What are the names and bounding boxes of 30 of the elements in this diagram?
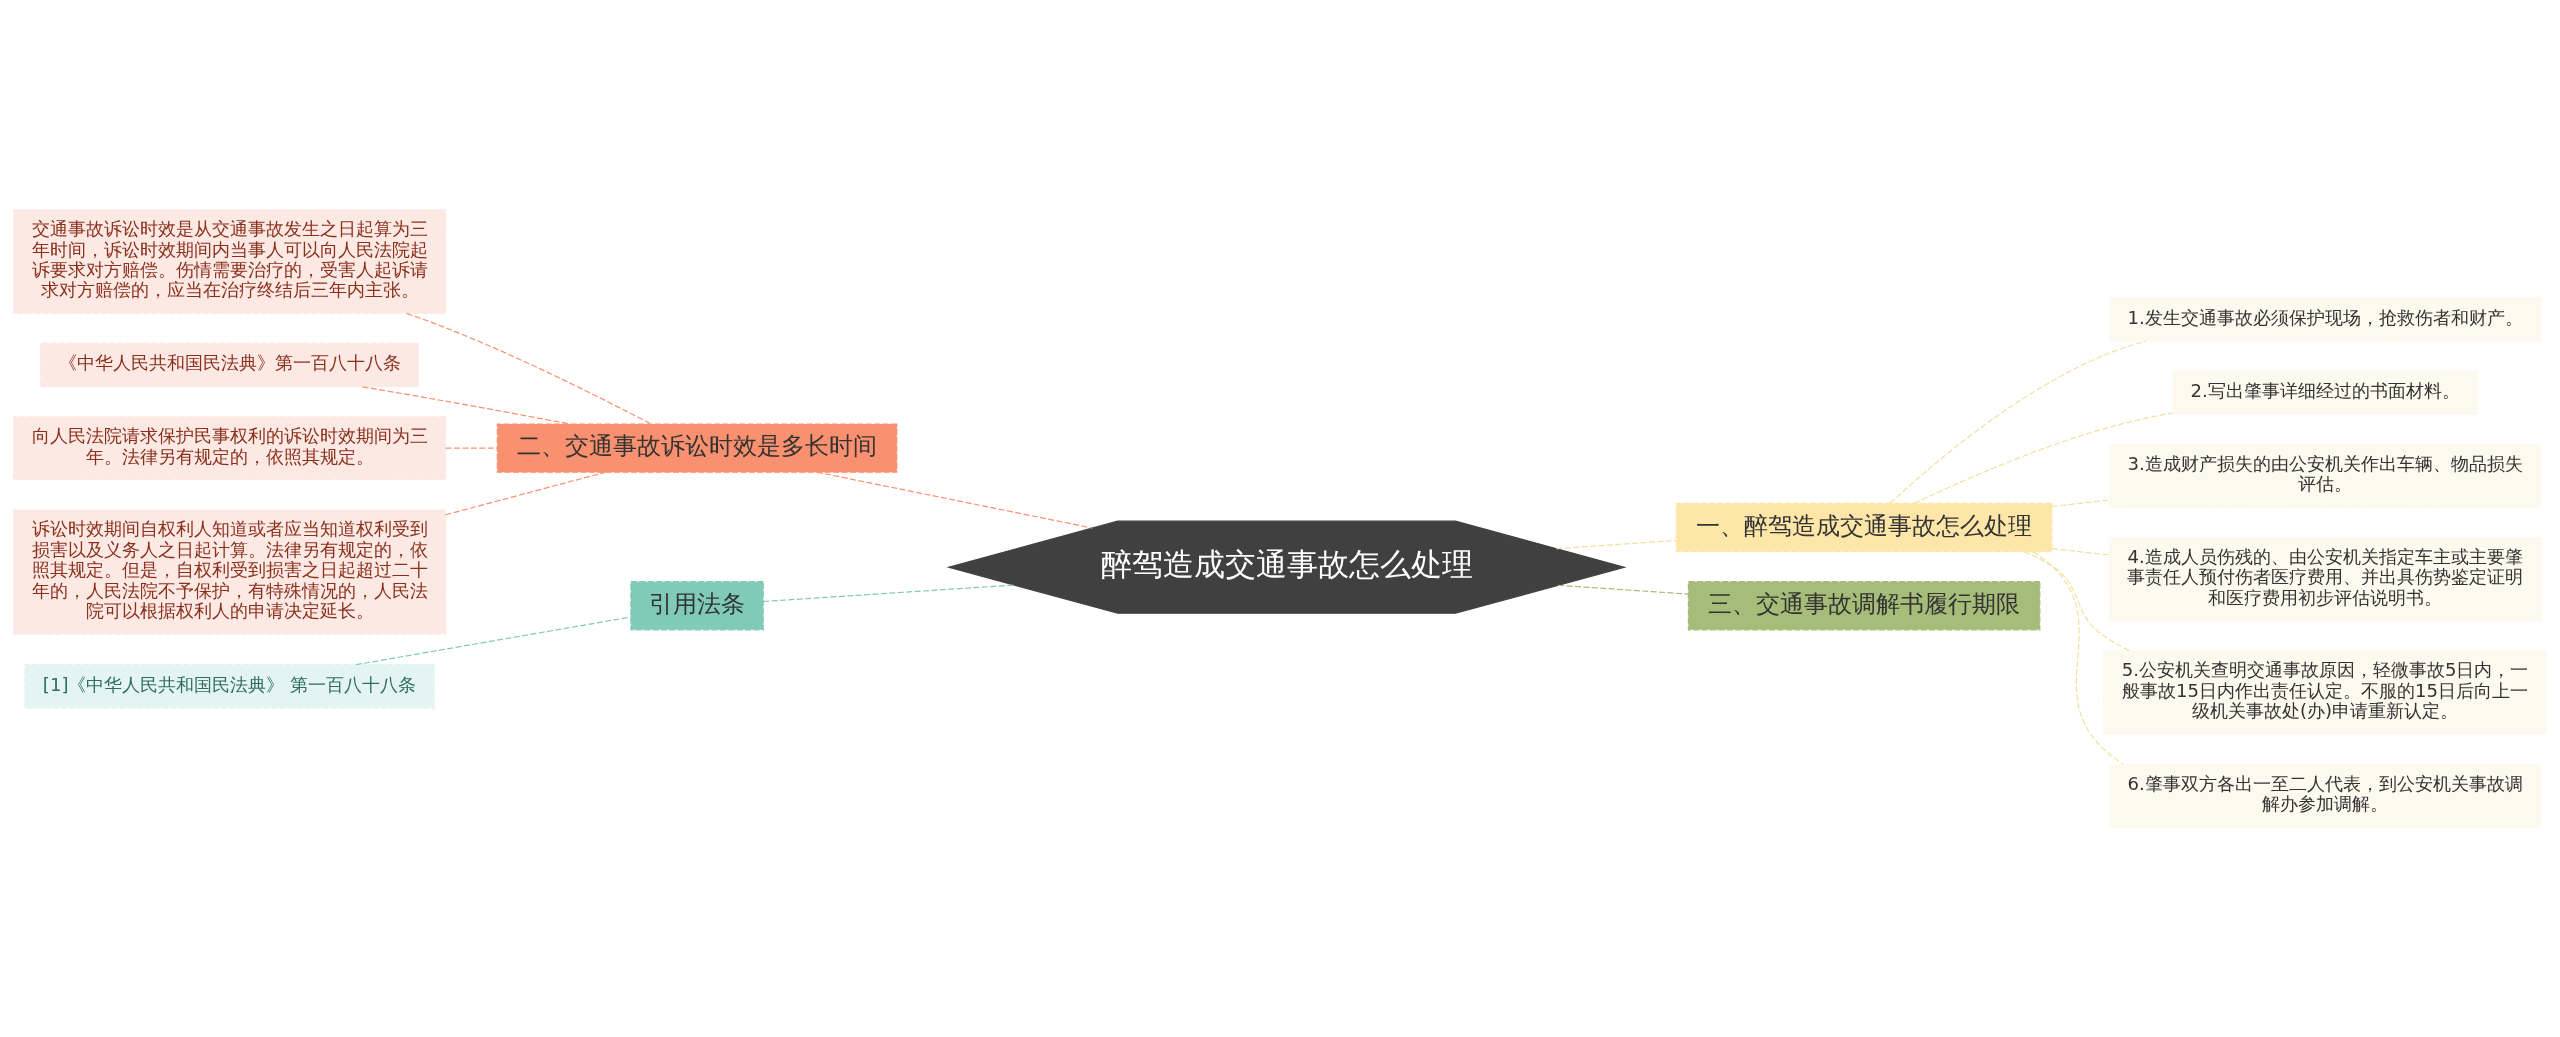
connector	[406, 312, 652, 425]
connector	[2051, 499, 2110, 508]
node-box: 交通事故诉讼时效是从交通事故发生之日起算为三年时间，诉讼时效期间内当事人可以向人民法院起诉要求对方赔偿。伤情需要治疗的，受害人起诉请求对方赔偿的，应当在治疗终结后三年内主张。	[12, 209, 447, 314]
connector	[816, 471, 1093, 529]
connector	[445, 447, 498, 449]
connector	[2023, 551, 2131, 652]
node-box: 一、醉驾造成交通事故怎么处理	[1675, 502, 2053, 553]
connector	[355, 616, 632, 666]
node-box: 诉讼时效期间自权利人知道或者应当知道权利受到损害以及义务人之日起计算。法律另有规定的，依照其规定。但是，自权利受到损害之日起超过二十年的，人民法院不予保护，有特殊情况的，人民法院可以根据权利人的申请决定延长。	[12, 509, 447, 635]
node-box: 《中华人民共和国民法典》第一百八十八条	[40, 342, 420, 388]
node-box: 6.肇事双方各出一至二人代表，到公安机关事故调解办参加调解。	[2109, 764, 2542, 828]
node-box: 4.造成人员伤残的、由公安机关指定车主或主要肇事责任人预付伤者医疗费用、并出具伤势鉴定证明和医疗费用初步评估说明书。	[2108, 537, 2542, 622]
node-box: [1]《中华人民共和国民法典》 第一百八十八条	[24, 664, 435, 709]
node-box: 向人民法院请求保护民事权利的诉讼时效期间为三年。法律另有规定的，依照其规定。	[12, 416, 447, 480]
connector	[2032, 551, 2125, 765]
connector	[762, 584, 1015, 603]
node-box: 三、交通事故调解书履行期限	[1687, 581, 2041, 631]
connector	[1889, 340, 2147, 504]
connector	[1913, 412, 2173, 504]
node-box: 2.写出肇事详细经过的书面材料。	[2172, 370, 2478, 415]
connector	[2051, 548, 2110, 556]
connector	[1557, 584, 1689, 595]
connector	[445, 471, 606, 516]
connector	[1555, 539, 1677, 550]
node-box: 5.公安机关查明交通事故原因，轻微事故5日内，一般事故15日内作出责任认定。不服的15日后向上一级机关事故处(办)申请重新认定。	[2103, 650, 2548, 735]
node-box: 1.发生交通事故必须保护现场，抢救伤者和财产。	[2109, 297, 2542, 342]
node-box: 引用法条	[630, 581, 764, 631]
node-box: 二、交通事故诉讼时效是多长时间	[496, 423, 898, 473]
connector	[362, 386, 571, 425]
node-box: 3.造成财产损失的由公安机关作出车辆、物品损失评估。	[2109, 443, 2542, 508]
